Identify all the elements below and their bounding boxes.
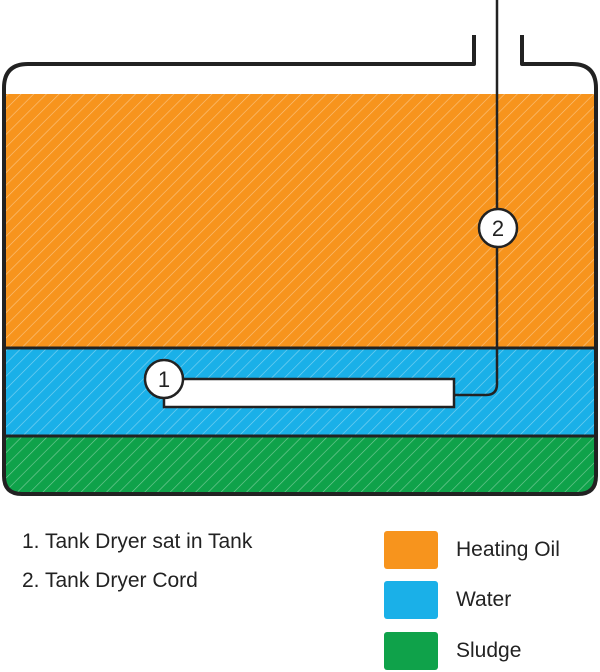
marker-2-number: 2 xyxy=(492,216,504,241)
legend-swatch-water xyxy=(384,581,438,619)
marker-1: 1 xyxy=(143,358,185,400)
sludge-hatch xyxy=(4,436,596,494)
legend-label-water: Water xyxy=(456,588,512,611)
marker-1-number: 1 xyxy=(158,367,170,392)
tank-dryer xyxy=(162,377,456,409)
legend-label-sludge: Sludge xyxy=(456,639,522,662)
legend-swatch-sludge xyxy=(384,632,438,670)
marker-1-circle xyxy=(143,358,185,400)
legend-label-heating-oil: Heating Oil xyxy=(456,538,560,561)
legend-swatch-heating-oil xyxy=(384,531,438,569)
tank-dryer-cord xyxy=(454,0,499,397)
marker-2-circle xyxy=(477,207,519,249)
marker-2: 2 xyxy=(477,207,519,249)
note-tank-dryer: 1. Tank Dryer sat in Tank xyxy=(22,530,253,553)
tank-outline xyxy=(2,35,598,496)
note-tank-dryer-cord: 2. Tank Dryer Cord xyxy=(22,569,198,592)
